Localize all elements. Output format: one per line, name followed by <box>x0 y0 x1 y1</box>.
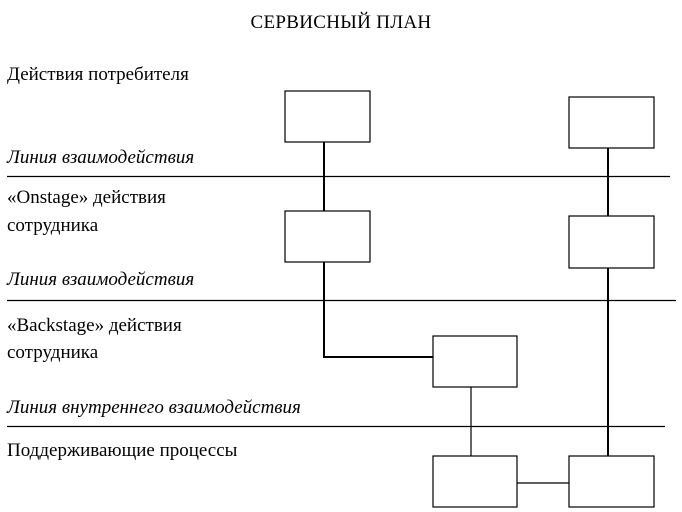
support-process-box-1 <box>432 455 518 508</box>
customer-action-box-1 <box>284 90 371 143</box>
diagram-title: СЕРВИСНЫЙ ПЛАН <box>250 12 432 33</box>
connector-onstage-backstage <box>323 262 433 358</box>
line-label-internal: Линия внутреннего взаимодействия <box>7 397 301 418</box>
support-process-box-2 <box>568 455 655 508</box>
zone-label-support: Поддерживающие процессы <box>7 440 238 461</box>
customer-action-box-2 <box>568 96 655 149</box>
zone-label-backstage-line-2: сотрудника <box>7 342 99 363</box>
line-label-interaction-2: Линия взаимодействия <box>7 269 195 290</box>
onstage-action-box-2 <box>568 215 655 269</box>
zone-label-backstage-line-1: «Backstage» действия <box>7 315 182 336</box>
onstage-action-box-1 <box>284 210 371 263</box>
line-label-interaction-1: Линия взаимодействия <box>7 147 195 168</box>
backstage-action-box <box>432 335 518 388</box>
zone-label-customer: Действия потребителя <box>7 64 189 85</box>
zone-label-onstage-line-1: «Onstage» действия <box>7 187 166 208</box>
zone-label-onstage-line-2: сотрудника <box>7 215 99 236</box>
